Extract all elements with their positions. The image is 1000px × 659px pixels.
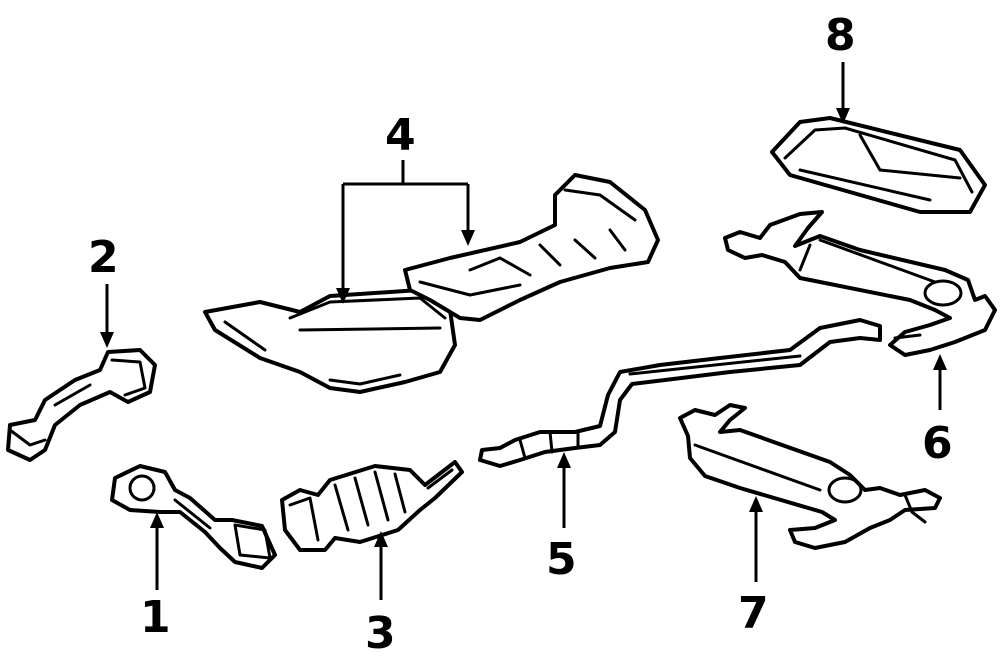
callout-7: 7 [738, 588, 769, 639]
part-7-muffler [678, 403, 942, 550]
callout-8: 8 [825, 10, 856, 61]
part-1-front-pipe [110, 464, 277, 570]
leader-3 [374, 531, 388, 600]
callout-6: 6 [922, 418, 953, 469]
leader-6 [933, 354, 947, 410]
leader-1 [150, 512, 164, 590]
leader-4 [336, 160, 475, 304]
callout-4: 4 [385, 110, 416, 161]
part-8-heat-shield [770, 116, 987, 214]
callout-2: 2 [88, 232, 119, 283]
part-4-front-heat-shield [203, 288, 457, 394]
leader-5 [557, 452, 571, 528]
part-2-front-pipe [6, 348, 157, 462]
leader-7 [749, 496, 763, 582]
callout-3: 3 [365, 608, 396, 659]
part-5-intermediate-pipe [478, 318, 882, 468]
leader-8 [836, 62, 850, 124]
part-3-catalytic-converter [280, 460, 464, 552]
callout-1: 1 [140, 592, 171, 643]
part-4-rear-heat-shield [403, 173, 660, 322]
leader-2 [100, 284, 114, 348]
part-6-muffler [723, 210, 997, 357]
callout-5: 5 [546, 534, 577, 585]
